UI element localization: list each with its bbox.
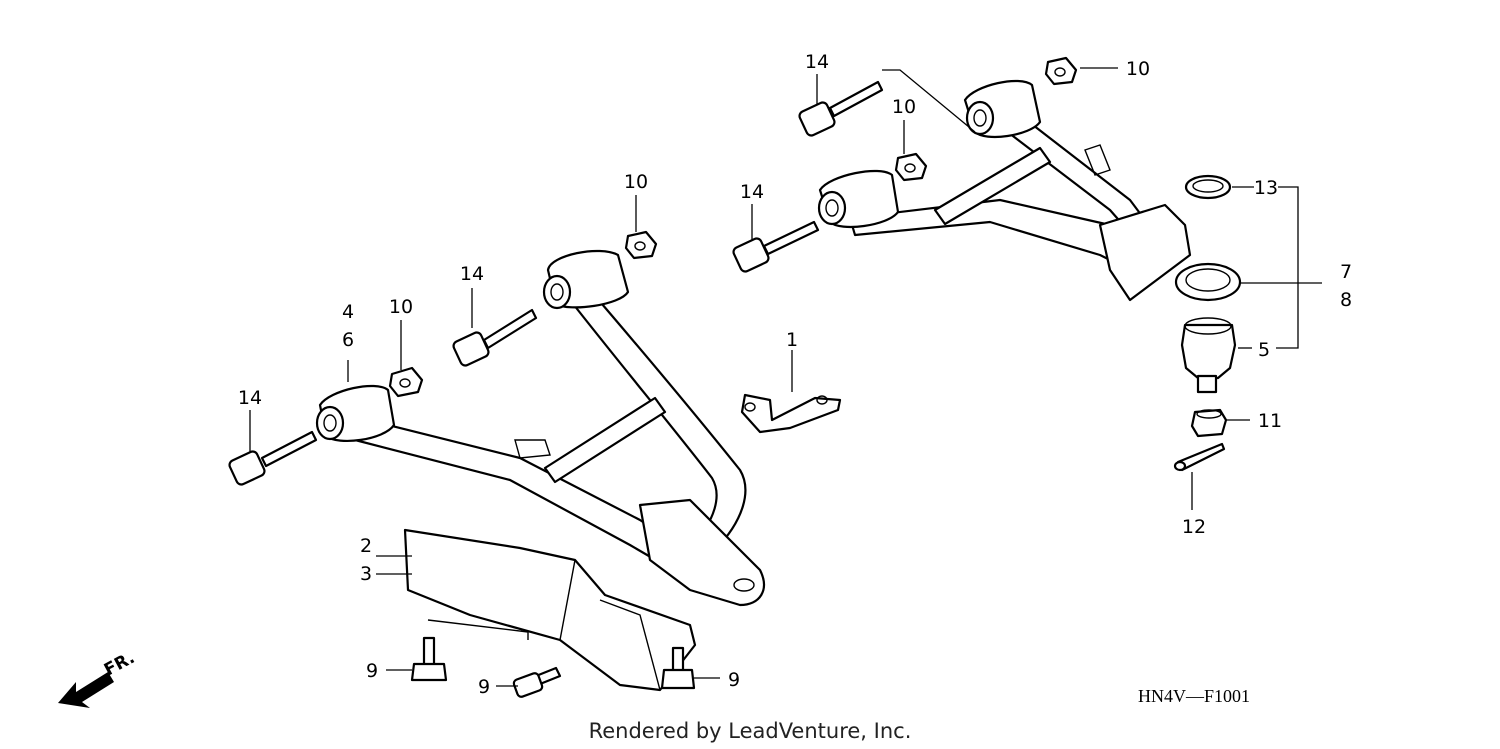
nut-lower-front[interactable] [624, 230, 658, 260]
front-arrow-icon [58, 672, 114, 708]
callout-3: 3 [360, 563, 372, 585]
callout-8: 8 [1340, 289, 1352, 311]
bolt-guard-2[interactable] [512, 666, 562, 698]
castle-nut[interactable] [1190, 408, 1228, 438]
callout-10d: 10 [1126, 58, 1150, 80]
callout-4: 4 [342, 301, 354, 323]
callout-14a: 14 [238, 387, 262, 409]
nut-upper-front[interactable] [894, 152, 928, 182]
credit-line: Rendered by LeadVenture, Inc. [589, 719, 912, 743]
leader-lines [249, 67, 1322, 687]
callout-1: 1 [786, 329, 798, 351]
callout-6: 6 [342, 329, 354, 351]
callout-2: 2 [360, 535, 372, 557]
bolt-lower-front[interactable] [452, 308, 538, 367]
diagram-code: HN4V—F1001 [1138, 686, 1250, 706]
bolt-guard-1[interactable] [410, 636, 448, 682]
upper-arm[interactable] [817, 80, 1242, 302]
callout-10b: 10 [624, 171, 648, 193]
callout-14d: 14 [740, 181, 764, 203]
callout-9b: 9 [478, 676, 490, 698]
bolt-upper-rear[interactable] [798, 80, 884, 137]
nut-upper-rear[interactable] [1044, 56, 1078, 86]
bolt-lower-rear[interactable] [228, 430, 318, 486]
callout-7: 7 [1340, 261, 1352, 283]
callout-10a: 10 [389, 296, 413, 318]
callout-10c: 10 [892, 96, 916, 118]
callout-5: 5 [1258, 339, 1270, 361]
bolt-guard-3[interactable] [660, 646, 696, 690]
callout-14b: 14 [460, 263, 484, 285]
bolt-upper-front[interactable] [732, 220, 820, 273]
bracket[interactable] [740, 393, 842, 434]
callout-9a: 9 [366, 660, 378, 682]
cotter-pin[interactable] [1173, 442, 1226, 472]
ball-joint[interactable] [1180, 317, 1237, 394]
nut-lower-rear[interactable] [388, 366, 424, 398]
circlip[interactable] [1184, 174, 1232, 200]
callout-12: 12 [1182, 516, 1206, 538]
callout-14c: 14 [805, 51, 829, 73]
callout-11: 11 [1258, 410, 1282, 432]
front-arrow: FR. [58, 648, 138, 708]
callout-13: 13 [1254, 177, 1278, 199]
callout-9c: 9 [728, 669, 740, 691]
lower-arm[interactable] [315, 249, 766, 607]
